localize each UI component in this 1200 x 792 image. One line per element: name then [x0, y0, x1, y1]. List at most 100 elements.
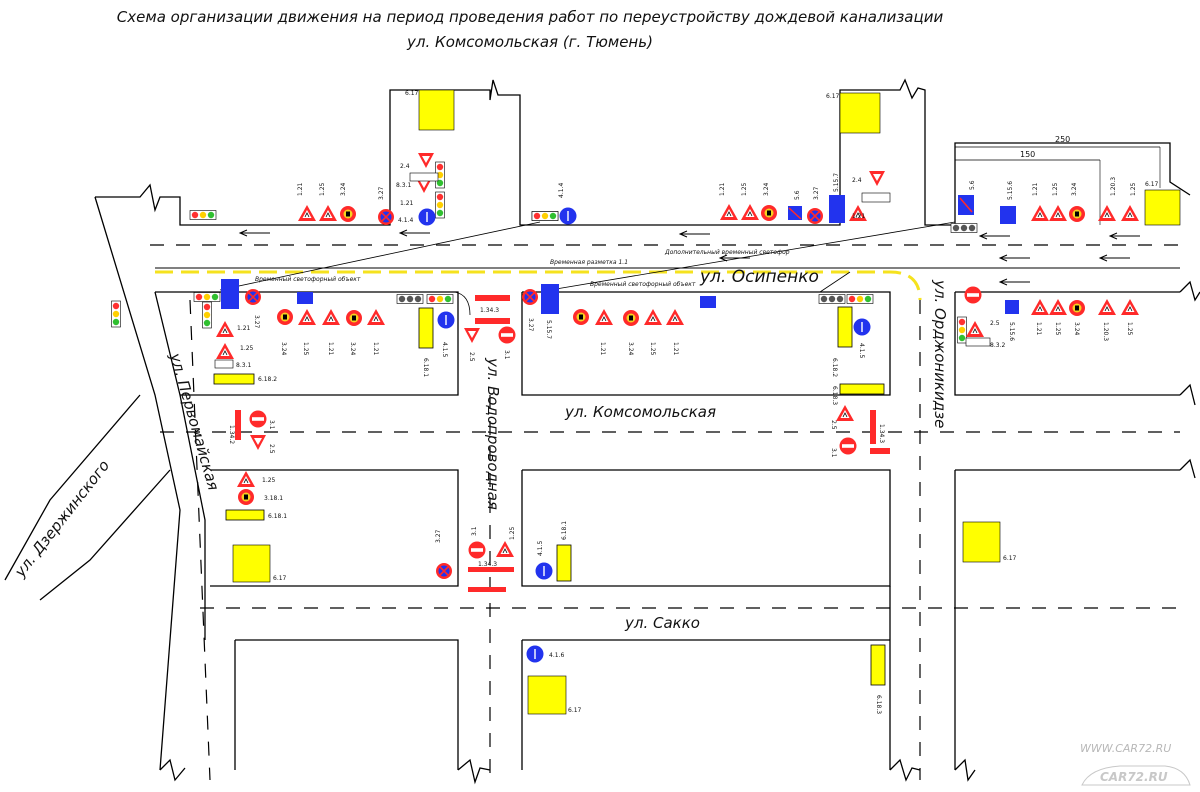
signs-osipenko-north: 1.21 1.25 3.24 3.27 4.1.4 2.4 8.3.1 1.21…	[297, 153, 1140, 227]
svg-text:3.27: 3.27	[527, 318, 534, 332]
svg-text:2.4: 2.4	[400, 163, 410, 170]
title-line-2: ул. Комсомольская (г. Тюмень)	[406, 33, 653, 51]
svg-text:CAR72.RU: CAR72.RU	[1100, 770, 1168, 784]
yellow-plates: 6.17 6.17 6.17 6.17 6.17 6.17	[232, 89, 1181, 715]
svg-text:1.25: 1.25	[509, 526, 516, 540]
note-temp-signal-object-2: Временный светофорный объект	[255, 276, 361, 283]
svg-text:6.17: 6.17	[1003, 555, 1017, 562]
svg-text:4.1.4: 4.1.4	[558, 183, 565, 198]
road-network	[4, 78, 1200, 785]
svg-text:6.18.3: 6.18.3	[875, 695, 882, 714]
svg-text:1.21: 1.21	[852, 213, 866, 220]
svg-text:3.1: 3.1	[830, 448, 837, 458]
svg-text:4.1.5: 4.1.5	[441, 342, 448, 357]
street-label-pervomayskaya: ул. Первомайская	[166, 350, 223, 492]
svg-text:8.3.2: 8.3.2	[990, 342, 1005, 349]
dimension-250: 250	[1055, 135, 1070, 144]
street-label-dzerzhinskogo: ул. Дзержинского	[10, 457, 113, 582]
svg-text:4.1.5: 4.1.5	[858, 343, 865, 358]
svg-text:4.1.4: 4.1.4	[398, 217, 413, 224]
svg-text:5.15.7: 5.15.7	[833, 173, 840, 192]
svg-text:1.21: 1.21	[672, 342, 679, 356]
svg-text:1.25: 1.25	[1130, 182, 1137, 196]
svg-text:6.17: 6.17	[1145, 181, 1159, 188]
svg-text:3.1: 3.1	[471, 526, 478, 536]
svg-text:8.3.1: 8.3.1	[396, 182, 411, 189]
svg-text:6.18.1: 6.18.1	[561, 521, 568, 540]
leader-lines	[219, 221, 956, 316]
svg-text:1.21: 1.21	[327, 342, 334, 356]
svg-text:3.24: 3.24	[763, 182, 770, 196]
svg-text:5.6: 5.6	[969, 180, 976, 190]
note-temp-signal-object-1: Временный светофорный объект	[590, 281, 696, 288]
svg-text:1.21: 1.21	[400, 200, 414, 207]
watermark-url: WWW.CAR72.RU	[1080, 742, 1171, 755]
temporary-marking-line	[155, 270, 922, 301]
svg-text:3.27: 3.27	[253, 315, 260, 329]
svg-text:3.18.1: 3.18.1	[264, 495, 283, 502]
svg-text:1.20.3: 1.20.3	[1102, 322, 1109, 341]
svg-text:1.34.3: 1.34.3	[478, 561, 497, 568]
watermark-logo: CAR72.RU	[1081, 765, 1191, 786]
signs-sakko: 3.27 3.1 1.25 1.34.3 4.1.5 6.18.1 4.1.6 …	[435, 521, 886, 714]
svg-text:1.34.3: 1.34.3	[480, 307, 499, 314]
svg-text:1.25: 1.25	[262, 477, 276, 484]
direction-arrows	[239, 229, 1141, 286]
svg-text:1.25: 1.25	[741, 182, 748, 196]
svg-text:3.24: 3.24	[1071, 182, 1078, 196]
svg-text:1.25: 1.25	[302, 342, 309, 356]
svg-text:6.17: 6.17	[273, 575, 287, 582]
svg-text:1.21: 1.21	[719, 182, 726, 196]
street-label-osipenko: ул. Осипенко	[699, 267, 819, 287]
svg-text:3.24: 3.24	[1073, 322, 1080, 336]
svg-text:1.21: 1.21	[1032, 182, 1039, 196]
svg-text:2.5: 2.5	[468, 352, 475, 362]
svg-text:3.24: 3.24	[349, 342, 356, 356]
svg-text:1.21: 1.21	[372, 342, 379, 356]
svg-text:6.17: 6.17	[826, 93, 840, 100]
dimension-150: 150	[1020, 150, 1035, 159]
street-label-vodoprovodnaya: ул. Водопроводная	[484, 357, 502, 510]
svg-text:2.5: 2.5	[268, 444, 275, 454]
svg-text:6.18.1: 6.18.1	[268, 513, 287, 520]
svg-text:1.21: 1.21	[599, 342, 606, 356]
svg-text:1.20.3: 1.20.3	[1110, 177, 1117, 196]
svg-text:6.18.2: 6.18.2	[831, 358, 838, 377]
street-label-ordzhonikidze: ул. Орджоникидзе	[931, 279, 949, 428]
svg-text:3.24: 3.24	[627, 342, 634, 356]
svg-text:6.17: 6.17	[405, 90, 419, 97]
svg-text:2.5: 2.5	[830, 420, 837, 430]
svg-text:5.15.6: 5.15.6	[1008, 322, 1015, 341]
svg-text:3.24: 3.24	[340, 182, 347, 196]
svg-text:1.25: 1.25	[1052, 182, 1059, 196]
svg-text:5.15.7: 5.15.7	[545, 320, 552, 339]
svg-text:5.6: 5.6	[794, 190, 801, 200]
svg-text:4.1.5: 4.1.5	[537, 541, 544, 556]
svg-text:1.34.3: 1.34.3	[878, 424, 885, 443]
note-temp-marking: Временная разметка 1.1	[550, 259, 628, 266]
svg-text:3.24: 3.24	[280, 342, 287, 356]
svg-text:3.27: 3.27	[435, 529, 442, 543]
title-line-1: Схема организации движения на период про…	[117, 8, 944, 26]
svg-text:2.4: 2.4	[852, 177, 862, 184]
street-label-sakko: ул. Сакко	[624, 614, 700, 632]
svg-text:3.27: 3.27	[813, 186, 820, 200]
svg-text:1.25: 1.25	[649, 342, 656, 356]
svg-text:3.27: 3.27	[378, 186, 385, 200]
signs-komsomolskaya: 3.1 2.5 1.34.2 1.25 3.18.1 6.18.1 2.5 3.…	[225, 404, 890, 521]
street-label-komsomolskaya: ул. Комсомольская	[564, 403, 716, 421]
svg-text:1.34.2: 1.34.2	[228, 425, 235, 444]
svg-text:6.18.2: 6.18.2	[258, 376, 277, 383]
svg-text:1.25: 1.25	[240, 345, 254, 352]
svg-text:3.1: 3.1	[503, 350, 510, 360]
svg-text:2.5: 2.5	[990, 320, 1000, 327]
svg-text:3.1: 3.1	[268, 420, 275, 430]
svg-text:1.25: 1.25	[1126, 322, 1133, 336]
svg-text:5.15.6: 5.15.6	[1007, 181, 1014, 200]
lane-markings	[150, 244, 1180, 781]
svg-text:6.18.1: 6.18.1	[422, 358, 429, 377]
svg-text:1.21: 1.21	[237, 325, 251, 332]
svg-text:1.21: 1.21	[297, 182, 304, 196]
